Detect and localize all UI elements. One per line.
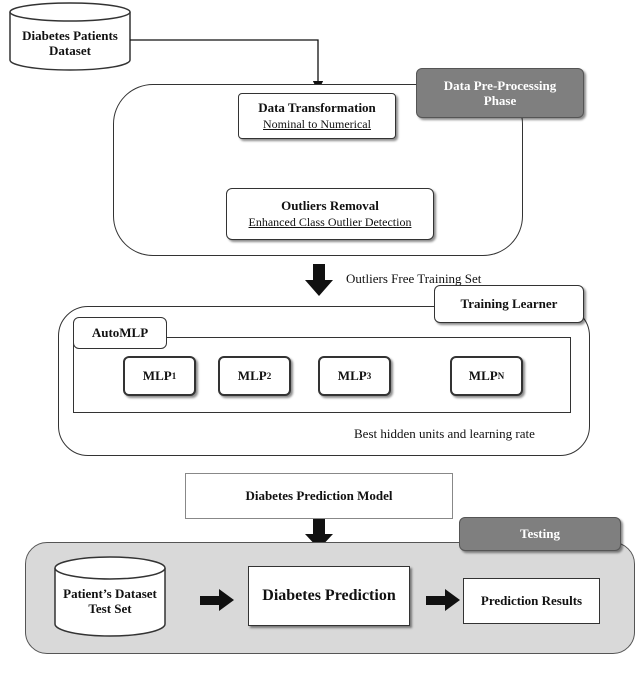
preprocessing-tab-line2: Phase: [483, 93, 517, 108]
outliers-removal-box: Outliers Removal Enhanced Class Outlier …: [226, 188, 434, 240]
diabetes-prediction-box: Diabetes Prediction: [248, 566, 410, 626]
data-transformation-title: Data Transformation: [258, 100, 376, 115]
mlp-n-sub: N: [497, 371, 505, 381]
training-learner-tab: Training Learner: [434, 285, 584, 323]
preprocessing-tab-line1: Data Pre-Processing: [443, 78, 557, 93]
dataset-label-line2: Dataset: [49, 43, 91, 58]
data-transformation-box: Data Transformation Nominal to Numerical: [238, 93, 396, 139]
test-set-label: Patient’s Dataset Test Set: [58, 584, 162, 618]
mlp-2-label: MLP: [237, 368, 267, 383]
best-hidden-units-label: Best hidden units and learning rate: [354, 426, 535, 441]
mlp-3-sub: 3: [366, 371, 372, 381]
test-set-cylinder-icon: [54, 556, 166, 637]
preprocessing-tab: Data Pre-Processing Phase: [416, 68, 584, 118]
automlp-tab: AutoMLP: [73, 317, 167, 349]
mlp-n-label: MLP: [468, 368, 498, 383]
prediction-results-box: Prediction Results: [463, 578, 600, 624]
outliers-removal-title: Outliers Removal: [281, 198, 379, 213]
dataset-label-line1: Diabetes Patients: [22, 28, 118, 43]
arrow-right-icon: [200, 589, 234, 611]
prediction-model-box: Diabetes Prediction Model: [185, 473, 453, 519]
mlp-2-sub: 2: [266, 371, 272, 381]
data-transformation-subtitle: Nominal to Numerical: [263, 117, 371, 131]
outliers-free-label: Outliers Free Training Set: [346, 271, 482, 286]
test-set-label-line2: Test Set: [88, 601, 132, 616]
dataset-cylinder-icon: [9, 2, 131, 71]
mlp-1-sub: 1: [171, 371, 177, 381]
dataset-connector-line: [130, 39, 324, 92]
mlp-1-label: MLP: [142, 368, 172, 383]
arrow-down-icon: [305, 264, 333, 296]
outliers-removal-subtitle: Enhanced Class Outlier Detection: [248, 215, 412, 229]
dataset-label: Diabetes Patients Dataset: [12, 26, 128, 60]
testing-tab: Testing: [459, 517, 621, 551]
arrow-down-icon: [305, 519, 333, 549]
arrow-right-icon: [426, 589, 460, 611]
test-set-label-line1: Patient’s Dataset: [63, 586, 157, 601]
mlp-3-label: MLP: [337, 368, 367, 383]
